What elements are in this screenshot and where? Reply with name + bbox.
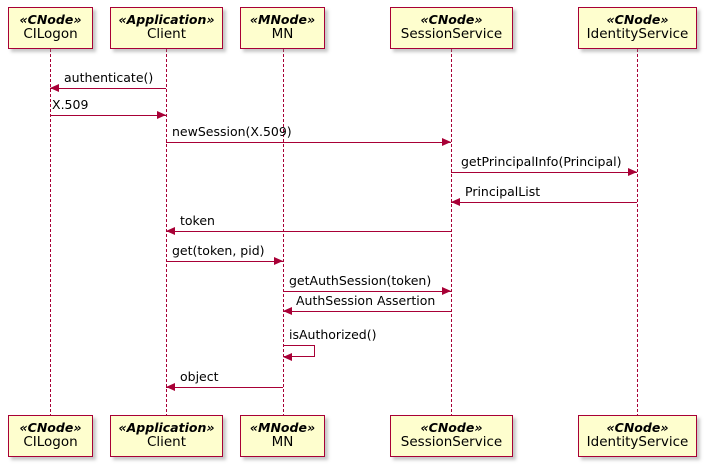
- participant-client-top[interactable]: «Application» Client: [110, 7, 223, 49]
- participant-stereotype: «CNode»: [606, 420, 669, 436]
- message-line-getprincipalinfo: [451, 172, 637, 173]
- participant-identityservice-bottom[interactable]: «CNode» IdentityService: [578, 415, 697, 457]
- participant-mn-bottom[interactable]: «MNode» MN: [240, 415, 325, 457]
- participant-sessionservice-top[interactable]: «CNode» SessionService: [390, 7, 513, 49]
- message-label-x509: X.509: [52, 97, 89, 112]
- arrowhead-left-icon: [283, 306, 292, 315]
- lifeline-cilogon: [50, 49, 51, 417]
- message-line-authenticate: [50, 88, 166, 89]
- message-label-token: token: [180, 213, 215, 228]
- participant-stereotype: «Application»: [118, 420, 215, 436]
- participant-name: CILogon: [23, 434, 78, 451]
- participant-stereotype: «MNode»: [249, 12, 316, 28]
- participant-sessionservice-bottom[interactable]: «CNode» SessionService: [390, 415, 513, 457]
- message-label-getprincipalinfo: getPrincipalInfo(Principal): [461, 154, 622, 169]
- arrowhead-right-icon: [442, 286, 451, 295]
- message-label-principallist: PrincipalList: [465, 184, 541, 199]
- message-label-authsessionassertion: AuthSession Assertion: [296, 293, 436, 308]
- arrowhead-right-icon: [157, 110, 166, 119]
- participant-client-bottom[interactable]: «Application» Client: [110, 415, 223, 457]
- arrowhead-left-icon: [166, 226, 175, 235]
- participant-identityservice-top[interactable]: «CNode» IdentityService: [578, 7, 697, 49]
- message-line-get: [166, 261, 283, 262]
- lifeline-mn: [283, 49, 284, 417]
- message-line-authsessionassertion: [283, 311, 451, 312]
- participant-stereotype: «CNode»: [19, 12, 82, 28]
- arrowhead-left-icon: [451, 197, 460, 206]
- arrowhead-right-icon: [628, 167, 637, 176]
- message-line-newsession: [166, 142, 451, 143]
- lifeline-sessionservice: [451, 49, 452, 417]
- participant-name: Client: [146, 434, 187, 451]
- arrowhead-right-icon: [274, 256, 283, 265]
- message-line-getauthsession: [283, 291, 451, 292]
- participant-name: CILogon: [23, 26, 78, 43]
- lifeline-identityservice: [637, 49, 638, 417]
- message-label-get: get(token, pid): [172, 243, 265, 258]
- message-label-newsession: newSession(X.509): [172, 124, 292, 139]
- participant-name: MN: [271, 26, 294, 43]
- participant-name: MN: [271, 434, 294, 451]
- participant-name: Client: [146, 26, 187, 43]
- message-line-token: [166, 231, 451, 232]
- participant-mn-top[interactable]: «MNode» MN: [240, 7, 325, 49]
- participant-stereotype: «CNode»: [606, 12, 669, 28]
- message-label-object: object: [180, 369, 219, 384]
- arrowhead-right-icon: [442, 137, 451, 146]
- participant-name: IdentityService: [586, 434, 689, 451]
- participant-cilogon-bottom[interactable]: «CNode» CILogon: [8, 415, 93, 457]
- message-line-principallist: [451, 202, 637, 203]
- participant-stereotype: «MNode»: [249, 420, 316, 436]
- participant-name: IdentityService: [586, 26, 689, 43]
- participant-stereotype: «Application»: [118, 12, 215, 28]
- arrowhead-left-icon: [283, 352, 292, 361]
- arrowhead-left-icon: [50, 83, 59, 92]
- participant-name: SessionService: [400, 434, 503, 451]
- message-label-isauthorized: isAuthorized(): [289, 327, 377, 342]
- self-message-loop-isauthorized: [283, 345, 315, 357]
- message-line-object: [166, 387, 283, 388]
- message-label-authenticate: authenticate(): [64, 70, 154, 85]
- participant-name: SessionService: [400, 26, 503, 43]
- message-label-getauthsession: getAuthSession(token): [289, 273, 432, 288]
- participant-stereotype: «CNode»: [420, 420, 483, 436]
- participant-stereotype: «CNode»: [420, 12, 483, 28]
- participant-stereotype: «CNode»: [19, 420, 82, 436]
- message-line-x509: [50, 115, 166, 116]
- participant-cilogon-top[interactable]: «CNode» CILogon: [8, 7, 93, 49]
- arrowhead-left-icon: [166, 382, 175, 391]
